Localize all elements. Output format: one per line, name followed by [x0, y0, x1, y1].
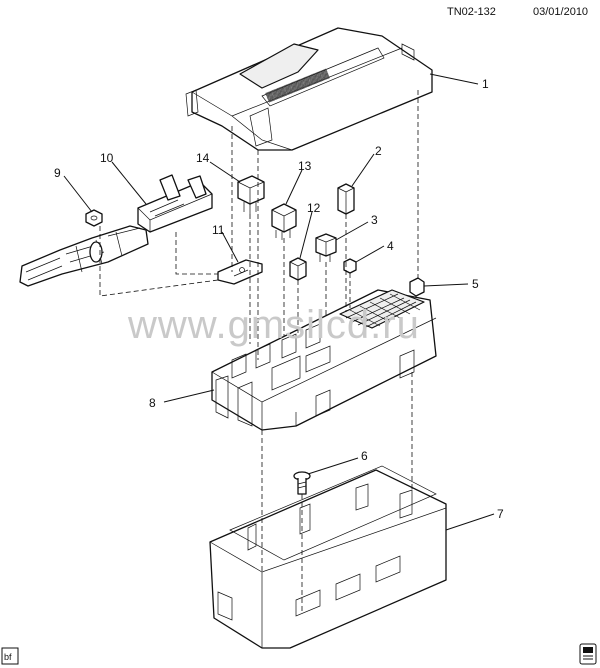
corner-tag: bf — [1, 647, 19, 665]
bracket — [217, 259, 263, 285]
callout-10: 10 — [100, 151, 114, 165]
callout-12: 12 — [307, 201, 321, 215]
bolt — [293, 471, 311, 495]
callout-5: 5 — [472, 277, 479, 291]
relay-small — [315, 233, 337, 262]
relay-large — [237, 175, 265, 214]
drawing-code: TN02-132 — [447, 6, 496, 18]
callout-7: 7 — [497, 507, 504, 521]
fuse-box-cover: ▓▓▓▓▓▓▓▓▓▓ — [185, 27, 433, 151]
callout-9: 9 — [54, 166, 61, 180]
callout-labels: 1 2 3 4 5 6 7 8 9 10 11 12 13 14 — [54, 77, 504, 521]
callout-11: 11 — [212, 223, 225, 237]
callout-4: 4 — [387, 239, 394, 253]
callout-3: 3 — [371, 213, 378, 227]
mini-fuse — [343, 258, 357, 274]
callout-6: 6 — [361, 449, 368, 463]
callout-14: 14 — [196, 151, 210, 165]
harness-connector — [137, 174, 213, 233]
watermark-text: www.gmsilcd.ru — [127, 303, 420, 347]
callout-8: 8 — [149, 396, 156, 410]
lower-housing — [209, 465, 447, 649]
fuse-clip — [409, 277, 425, 297]
drawing-date: 03/01/2010 — [533, 6, 588, 18]
nut — [85, 209, 103, 227]
corner-tag-text: bf — [4, 652, 12, 662]
wiring-harness — [19, 225, 149, 287]
assembly-guides — [99, 90, 419, 612]
callout-13: 13 — [298, 159, 312, 173]
fuse-block — [211, 289, 437, 431]
mini-relay — [289, 257, 307, 281]
leader-lines — [63, 73, 495, 531]
callout-1: 1 — [482, 77, 489, 91]
fuse-tall — [337, 183, 355, 215]
relay-medium — [271, 203, 297, 240]
callout-2: 2 — [375, 144, 382, 158]
publisher-logo — [579, 643, 597, 665]
